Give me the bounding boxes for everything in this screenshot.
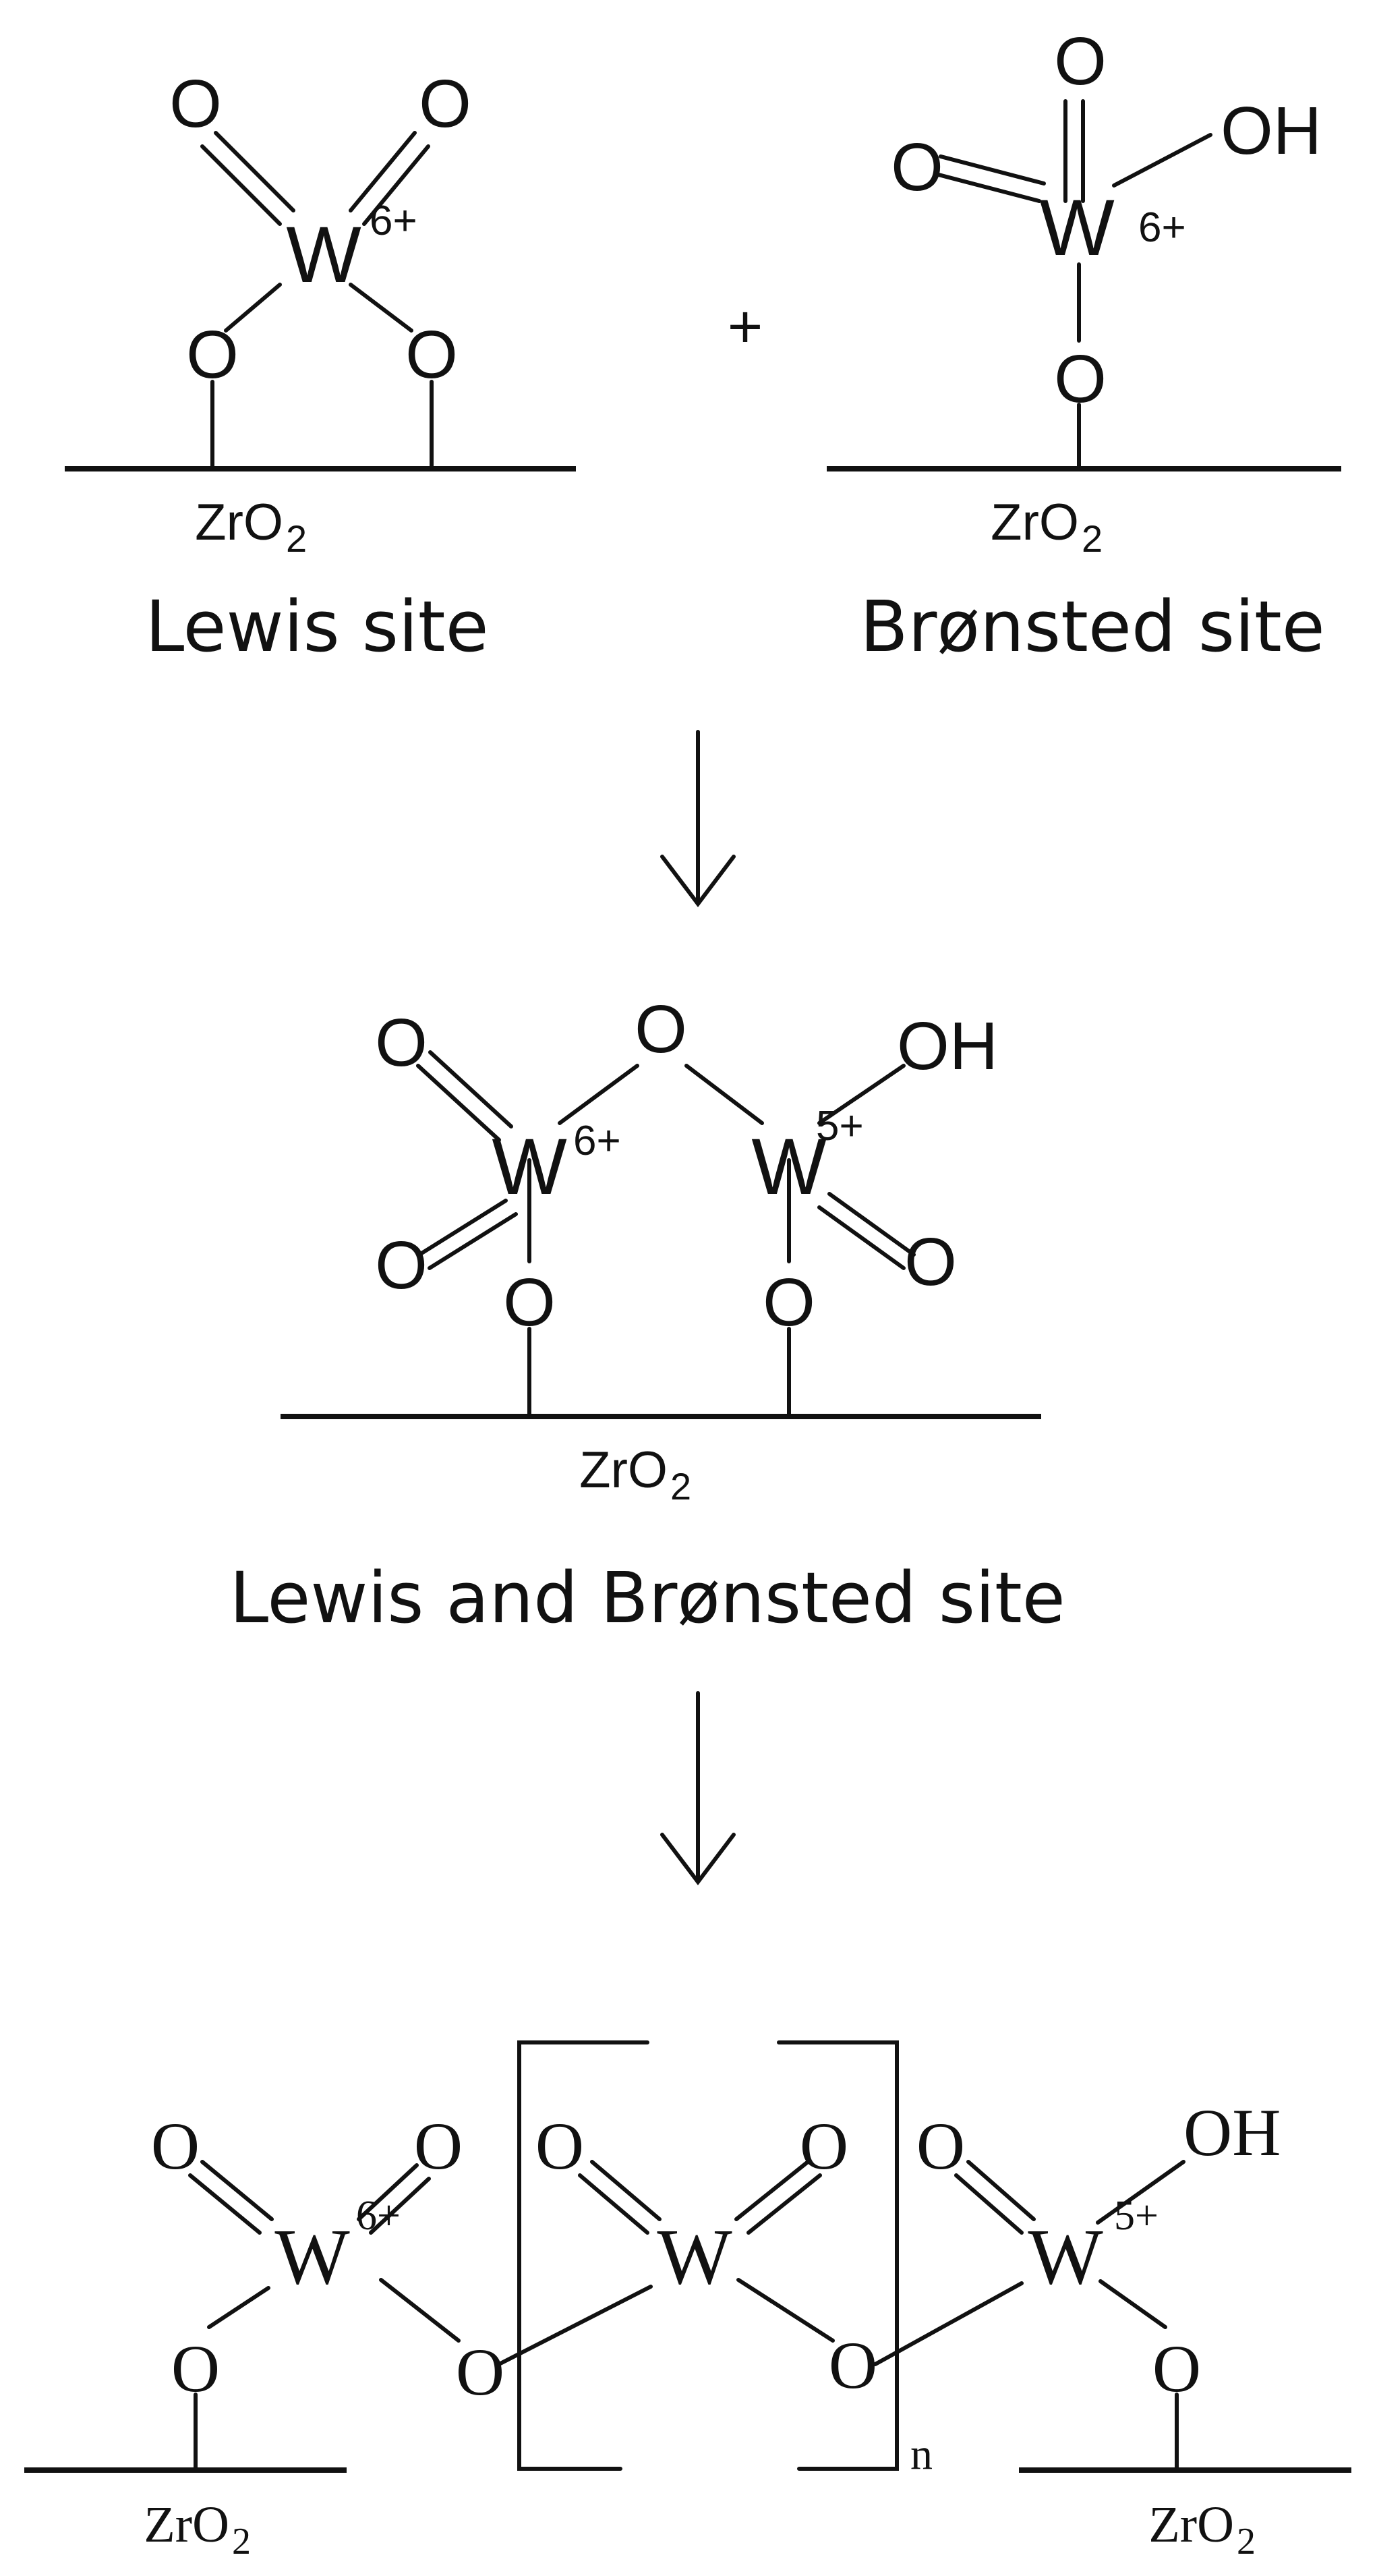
double-bond-line — [200, 2160, 274, 2221]
support-subscript: 2 — [232, 2521, 251, 2563]
tungsten-atom: W — [1039, 183, 1114, 273]
double-bond-line — [934, 172, 1041, 203]
support-formula: ZrO — [1148, 2496, 1234, 2553]
oxo-oxygen-atom: O — [414, 2109, 463, 2183]
support-formula: ZrO — [195, 494, 283, 551]
bond-line — [558, 1064, 639, 1125]
double-bond-line — [188, 2173, 262, 2235]
double-bond-line — [817, 1205, 906, 1270]
double-bond-line — [357, 2163, 419, 2221]
bridging-oxygen-atom: O — [1152, 2331, 1201, 2406]
double-bond-line — [939, 154, 1046, 185]
reaction-arrow — [660, 1691, 736, 1885]
double-bond-line — [416, 1064, 501, 1142]
lewis-site-structure: O O W 6+ O O ZrO 2 Lewis site — [65, 66, 576, 668]
double-bond-line — [214, 131, 295, 212]
tungsten-atom: W — [286, 210, 361, 299]
bond-line — [379, 2278, 461, 2343]
bond-line — [873, 2281, 1024, 2366]
bridging-oxygen-atom: O — [456, 2335, 504, 2409]
bond-line — [497, 2285, 653, 2366]
double-bond-line — [578, 2173, 649, 2235]
double-bond-line — [590, 2160, 662, 2221]
support-subscript: 2 — [286, 517, 307, 560]
bond-line — [207, 2286, 270, 2329]
bridging-oxygen-atom: O — [763, 1265, 815, 1340]
oxo-oxygen-atom: O — [419, 66, 471, 142]
bridging-oxygen-atom: O — [503, 1265, 556, 1340]
hydroxyl-group: OH — [1221, 93, 1322, 169]
reaction-arrow — [660, 730, 736, 907]
bond-line — [817, 1064, 906, 1125]
double-bond-line — [827, 1192, 916, 1257]
oxo-oxygen-atom: O — [916, 2109, 965, 2183]
tungsten-atom: W — [492, 1122, 566, 1211]
bond-line — [1098, 2279, 1167, 2329]
polytungstate-structure: O O W 6+ O O ZrO 2 n O O W O O OH W 5+ O — [24, 2040, 1351, 2563]
oxo-oxygen-atom: O — [1054, 24, 1107, 99]
bridging-oxygen-atom: O — [829, 2328, 877, 2403]
bond-line — [1112, 133, 1212, 188]
oxo-oxygen-atom: O — [800, 2109, 848, 2183]
tungsten-atom: W — [1028, 2212, 1103, 2301]
double-bond-line — [369, 2177, 431, 2235]
double-bond-line — [428, 1212, 518, 1270]
repeat-unit-right-bracket — [777, 2040, 899, 2471]
plus-sign: + — [728, 293, 763, 361]
double-bond-line — [954, 2173, 1024, 2235]
bronsted-site-label: Brønsted site — [860, 585, 1325, 668]
bronsted-site-structure: O O OH W 6+ O ZrO 2 Brønsted site — [827, 24, 1341, 668]
oxidation-state-6plus: 6+ — [573, 1118, 621, 1164]
repeat-count-n: n — [910, 2430, 933, 2479]
support-formula: ZrO — [144, 2496, 229, 2553]
bond-line — [349, 283, 413, 333]
double-bond-line — [362, 144, 430, 226]
hydroxyl-group: OH — [897, 1008, 998, 1084]
bond-line — [736, 2278, 835, 2343]
support-subscript: 2 — [670, 1465, 691, 1508]
oxidation-state-5plus: 5+ — [816, 1103, 864, 1149]
tungsten-atom: W — [657, 2212, 732, 2301]
bond-line — [1096, 2160, 1185, 2225]
double-bond-line — [746, 2173, 822, 2235]
oxo-oxygen-atom: O — [375, 1005, 428, 1081]
lewis-site-label: Lewis site — [145, 585, 488, 668]
oxidation-state-5plus: 5+ — [1114, 2193, 1159, 2239]
bridging-oxygen-atom: O — [635, 992, 687, 1067]
lewis-and-bronsted-site-structure: O O OH W 6+ W 5+ O O O O ZrO 2 Lewis and… — [229, 992, 1065, 1639]
bridging-oxygen-atom: O — [1054, 341, 1107, 417]
double-bond-line — [428, 1050, 513, 1128]
bridging-oxygen-atom: O — [186, 317, 239, 393]
support-formula: ZrO — [579, 1441, 668, 1499]
oxidation-state-6plus: 6+ — [370, 198, 417, 244]
oxo-oxygen-atom: O — [535, 2109, 584, 2183]
support-formula: ZrO — [991, 494, 1079, 551]
oxo-oxygen-atom: O — [375, 1228, 428, 1303]
oxidation-state-6plus: 6+ — [1138, 204, 1186, 251]
oxo-oxygen-atom: O — [904, 1224, 957, 1300]
hydroxyl-group: OH — [1183, 2095, 1281, 2170]
double-bond-line — [349, 131, 417, 212]
oxo-oxygen-atom: O — [891, 130, 943, 205]
repeat-unit-left-bracket — [517, 2040, 649, 2471]
oxo-oxygen-atom: O — [151, 2109, 200, 2183]
double-bond-line — [200, 144, 282, 226]
double-bond-line — [966, 2160, 1036, 2221]
tungsten-atom: W — [274, 2212, 350, 2301]
bond-line — [684, 1064, 764, 1125]
double-bond-line — [417, 1199, 508, 1257]
double-bond-line — [734, 2160, 810, 2221]
bridging-oxygen-atom: O — [405, 317, 458, 393]
bond-line — [224, 283, 282, 333]
oxo-oxygen-atom: O — [169, 66, 222, 142]
support-subscript: 2 — [1237, 2521, 1256, 2563]
support-subscript: 2 — [1082, 517, 1103, 560]
oxidation-state-6plus: 6+ — [356, 2193, 401, 2239]
tungsten-atom: W — [751, 1122, 826, 1211]
bridging-oxygen-atom: O — [171, 2331, 220, 2406]
lewis-and-bronsted-site-label: Lewis and Brønsted site — [229, 1557, 1065, 1639]
